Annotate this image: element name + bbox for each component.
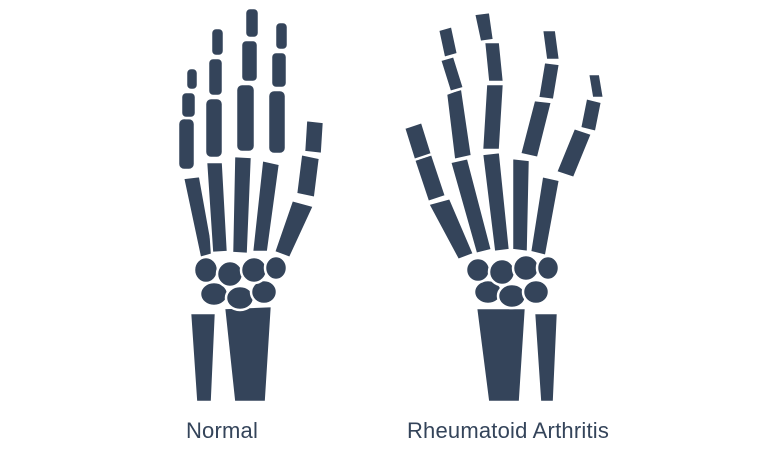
normal-phalanges-little: [176, 66, 200, 172]
ra-phalanges-thumb: [402, 120, 448, 204]
ra-phalanges-little: [554, 72, 606, 180]
caption-rheumatoid-arthritis: Rheumatoid Arthritis: [406, 418, 610, 443]
ra-radius: [474, 306, 528, 404]
ra-carpals: [464, 253, 561, 310]
normal-radius: [222, 304, 274, 404]
ra-ulna: [532, 311, 560, 404]
normal-phalanges-index: [266, 20, 290, 156]
normal-carpals: [192, 254, 289, 312]
ra-metacarpals: [426, 150, 562, 262]
caption-normal: Normal: [185, 418, 259, 443]
normal-phalanges-thumb: [294, 118, 326, 200]
normal-ulna: [188, 311, 218, 404]
normal-phalanges-middle: [234, 6, 261, 154]
ra-phalanges-ring: [518, 28, 562, 160]
normal-metacarpals: [181, 154, 316, 260]
normal-phalanges-ring: [203, 26, 226, 160]
ra-phalanges-middle: [472, 10, 506, 152]
ra-phalanges-index: [436, 24, 474, 162]
